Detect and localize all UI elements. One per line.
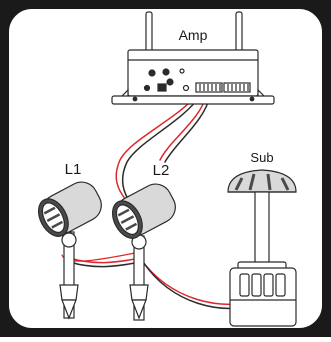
speaker-l1 [37,181,102,320]
terminal-block-1 [195,82,223,93]
antenna-right [235,11,243,53]
subwoofer [227,169,297,327]
antenna-left [145,11,153,53]
speaker-l2 [111,183,176,321]
l1-label: L1 [65,161,82,178]
wire-black-l1 [121,95,201,203]
sub-cap [227,169,297,193]
panel-border [7,7,324,330]
amplifier [111,11,275,105]
amp-label: Amp [179,27,208,43]
wire-red-l1 [115,95,197,201]
terminal-block-2 [223,82,251,93]
sub-stem [254,191,270,267]
sub-label: Sub [250,150,273,165]
l2-label: L2 [153,162,170,179]
